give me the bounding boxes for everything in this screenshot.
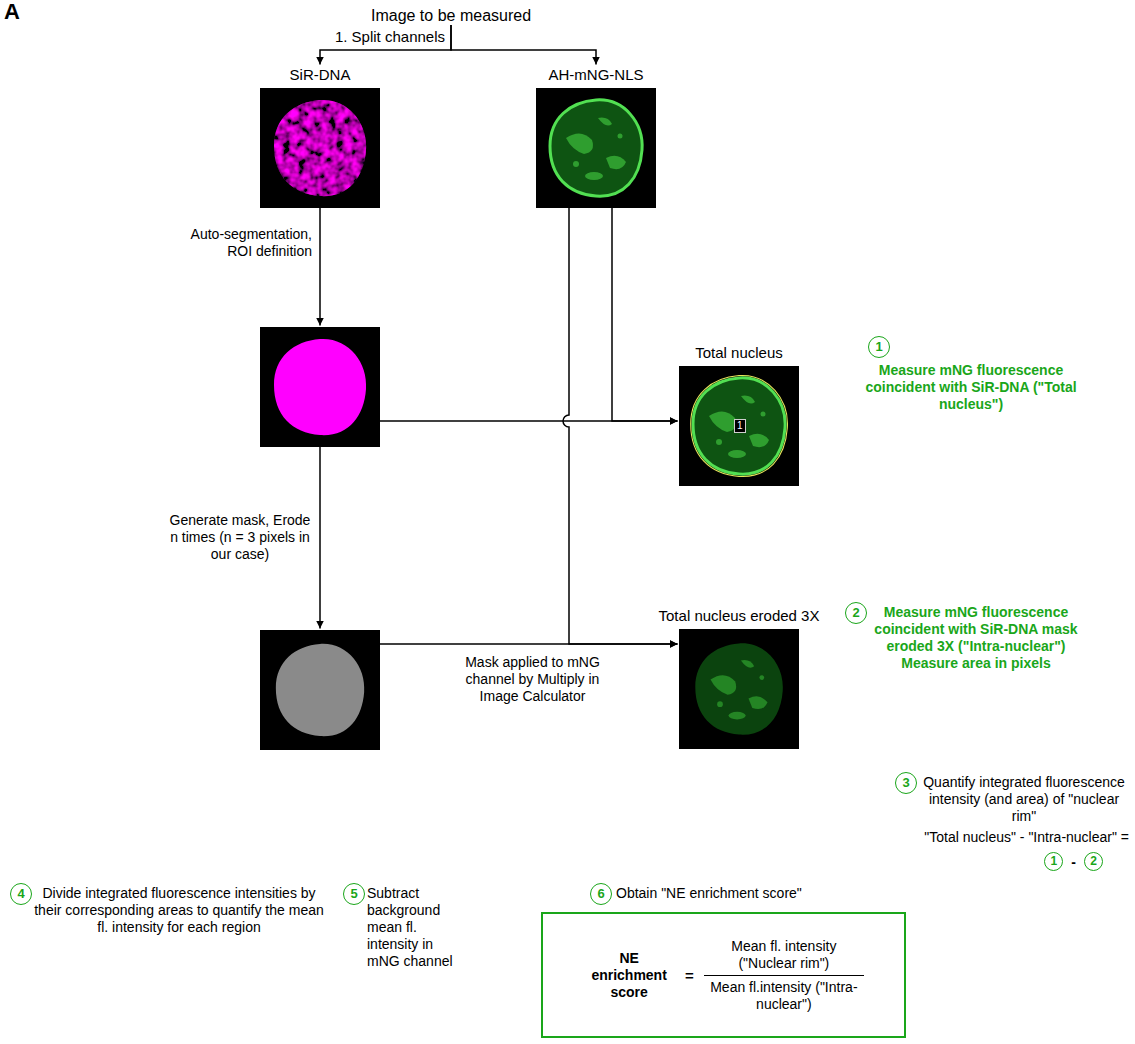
image-label: AH-mNG-NLS <box>548 66 643 84</box>
image-label: Total nucleus <box>695 344 783 362</box>
channel-image: AH-mNG-NLS <box>536 66 656 208</box>
eroded-nucleus-image <box>679 629 799 749</box>
step-note: 6Obtain "NE enrichment score" <box>590 883 850 902</box>
connector-arrow <box>451 25 596 65</box>
fraction: Mean fl. intensity ("Nuclear rim")Mean f… <box>704 938 864 1013</box>
total-nucleus-image <box>679 366 799 486</box>
step-number: 5 <box>343 883 365 905</box>
step-note: 5Subtract background mean fl. intensity … <box>343 883 463 970</box>
step-text: Measure mNG fluorescence coincident with… <box>869 604 1083 655</box>
step-number: 4 <box>10 883 32 905</box>
edge-label: Generate mask, Erode n times (n = 3 pixe… <box>168 512 312 563</box>
formula-name: NE enrichment score <box>583 950 675 1001</box>
step-text: Divide integrated fluorescence intensiti… <box>34 885 324 936</box>
formula-box: NE enrichment score = Mean fl. intensity (… <box>541 912 906 1038</box>
connector-arrow <box>319 447 321 629</box>
eroded-mask-image <box>260 630 380 750</box>
step-number: 1 <box>868 336 890 358</box>
step-note: 4Divide integrated fluorescence intensit… <box>4 883 326 936</box>
measured-image: Total nucleus eroded 3X <box>679 607 799 749</box>
equals-sign: = <box>685 967 694 984</box>
roi-mask-image <box>260 327 380 447</box>
minus-sign: - <box>1071 854 1076 870</box>
step-text: Subtract background mean fl. intensity i… <box>367 885 461 970</box>
panel-letter: A <box>4 0 20 24</box>
edge-label: 1. Split channels <box>285 28 445 46</box>
step-text: Obtain "NE enrichment score" <box>616 885 846 902</box>
step-text: "Total nucleus" - "Intra-nuclear" = <box>895 829 1129 846</box>
measured-image: Total nucleus 1 <box>679 344 799 486</box>
numerator: Mean fl. intensity ("Nuclear rim") <box>704 938 864 976</box>
step-number: 6 <box>590 883 612 905</box>
step-text: Measure area in pixels <box>869 655 1083 672</box>
image-label: SiR-DNA <box>290 66 351 84</box>
input-heading: Image to be measured <box>351 6 551 25</box>
edge-label: Auto-segmentation, ROI definition <box>170 226 312 260</box>
mask-image <box>260 327 380 447</box>
edge-label: Mask applied to mNG channel by Multiply … <box>450 654 615 705</box>
callout-circle: 2 <box>1084 852 1103 871</box>
step-number: 3 <box>895 772 917 794</box>
step-note: 1Measure mNG fluorescence coincident wit… <box>860 336 1082 413</box>
step-number: 2 <box>845 602 867 624</box>
connector-arrow <box>612 208 678 421</box>
mng-image <box>536 88 656 208</box>
channel-image: SiR-DNA <box>260 66 380 208</box>
heading-text: Image to be measured <box>351 6 551 25</box>
mask-image <box>260 630 380 750</box>
step-note: 2Measure mNG fluorescence coincident wit… <box>845 600 1087 672</box>
callout-number: 2 <box>1090 854 1097 868</box>
step-note: 3Quantify integrated fluorescence intens… <box>895 770 1129 871</box>
callout-number: 1 <box>1050 854 1057 868</box>
connector-arrow <box>563 208 678 644</box>
image-label: Total nucleus eroded 3X <box>659 607 820 625</box>
roi-number: 1 <box>734 419 746 433</box>
callout-circle: 1 <box>1044 852 1063 871</box>
step-text: Quantify integrated fluorescence intensi… <box>919 774 1129 825</box>
denominator: Mean fl.intensity ("Intra-nuclear") <box>704 976 864 1013</box>
connector-arrow <box>319 208 321 326</box>
step-text: Measure mNG fluorescence coincident with… <box>860 362 1082 413</box>
sir-dna-image <box>260 88 380 208</box>
callout-row: 1-2 <box>895 852 1129 871</box>
